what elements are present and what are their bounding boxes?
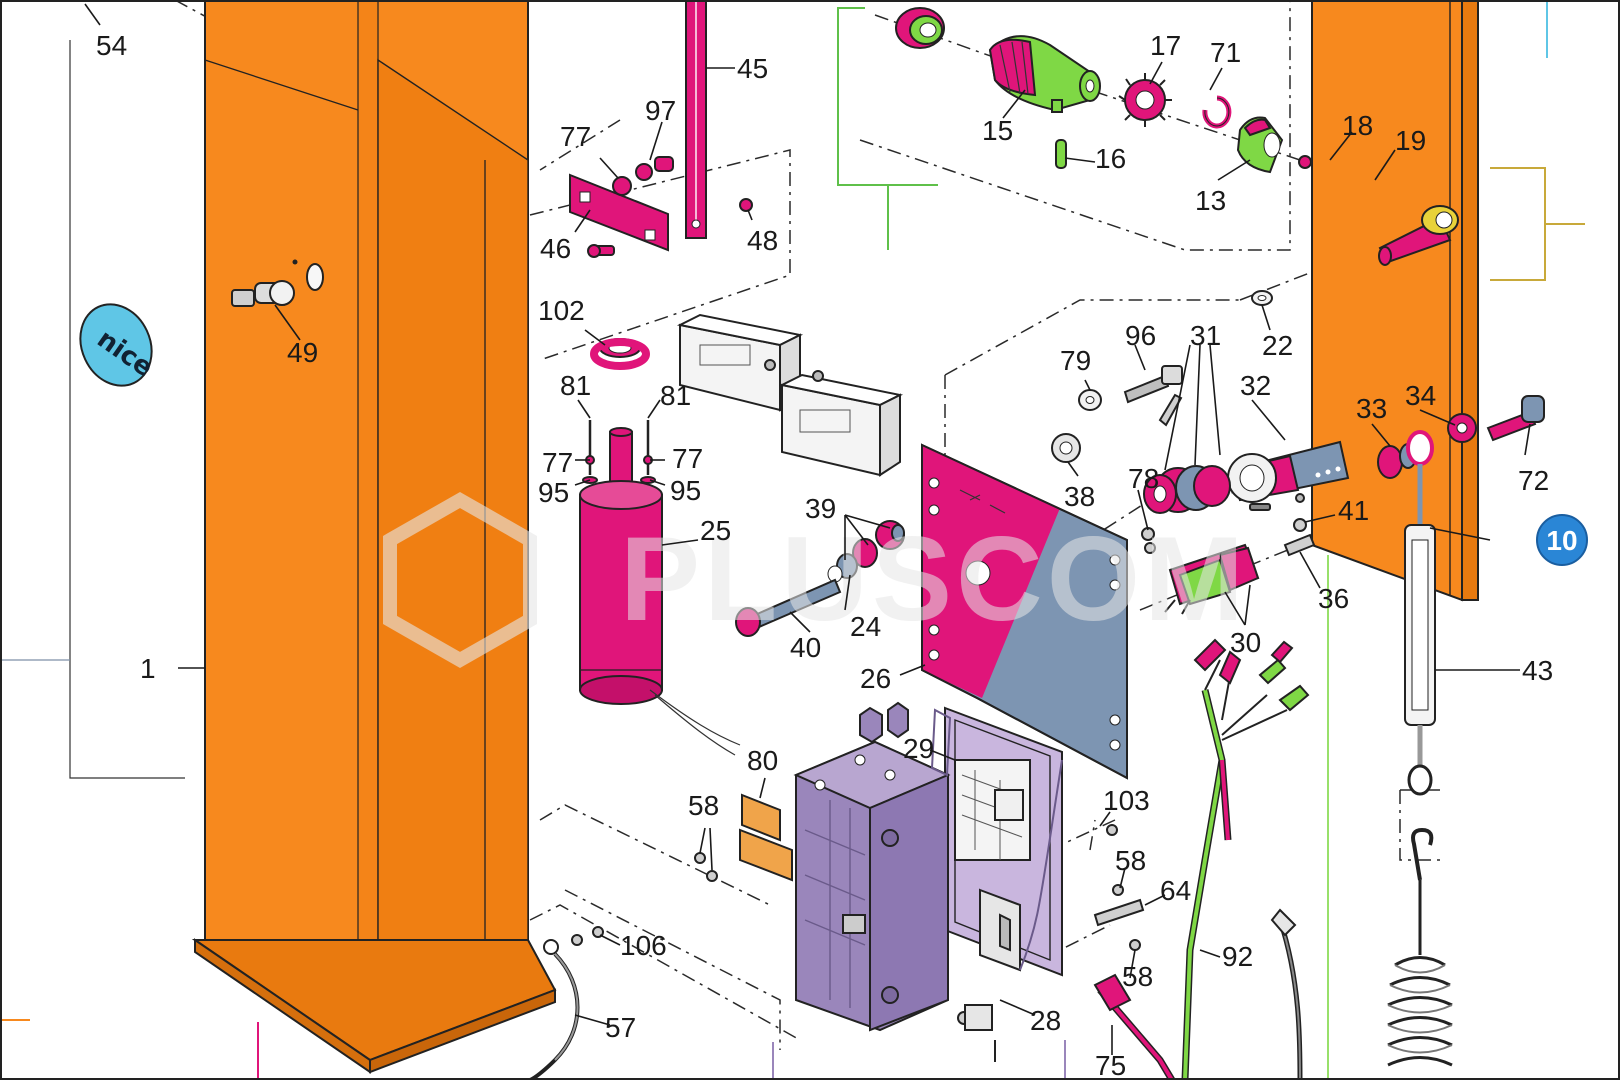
- callout-13: 13: [1195, 185, 1226, 216]
- callout-64: 64: [1160, 875, 1191, 906]
- motor-25: [579, 338, 741, 756]
- callout-labels: 54 1 49 45 97 77 46 48 102 81 81 77 77 9…: [96, 30, 1553, 1080]
- callout-39: 39: [805, 493, 836, 524]
- callout-80: 80: [747, 745, 778, 776]
- callout-28: 28: [1030, 1005, 1061, 1036]
- callout-95-right: 95: [670, 475, 701, 506]
- cam-stack-31: [1143, 440, 1350, 514]
- lock-part-49: [231, 259, 324, 307]
- callout-57: 57: [605, 1012, 636, 1043]
- callout-22: 22: [1262, 330, 1293, 361]
- frame-brackets: [0, 0, 1585, 1080]
- plate-80-and-screws: [694, 793, 1145, 1062]
- gasket-102: [590, 338, 650, 370]
- bar-45: [685, 0, 707, 239]
- nice-logo-plate: nice: [79, 303, 158, 387]
- washer-bolt-97: [612, 156, 674, 196]
- callout-95-left: 95: [538, 477, 569, 508]
- right-column: [1311, 0, 1479, 602]
- callout-96: 96: [1125, 320, 1156, 351]
- callout-43: 43: [1522, 655, 1553, 686]
- callout-58-low: 58: [1122, 961, 1153, 992]
- callout-81-right: 81: [660, 380, 691, 411]
- callout-103: 103: [1103, 785, 1150, 816]
- shaft-part-19: [1251, 205, 1459, 306]
- callout-106: 106: [620, 930, 667, 961]
- callout-49: 49: [287, 337, 318, 368]
- callout-36: 36: [1318, 583, 1349, 614]
- callout-18: 18: [1342, 110, 1373, 141]
- callout-40: 40: [790, 632, 821, 663]
- battery-pack: [676, 313, 904, 477]
- callout-92: 92: [1222, 941, 1253, 972]
- callout-77-right: 77: [672, 443, 703, 474]
- turnbuckle-43: [1387, 430, 1453, 1067]
- callout-75: 75: [1095, 1050, 1126, 1080]
- callout-46: 46: [540, 233, 571, 264]
- callout-34: 34: [1405, 380, 1436, 411]
- callout-54: 54: [96, 30, 127, 61]
- callout-102: 102: [538, 295, 585, 326]
- callout-33: 33: [1356, 393, 1387, 424]
- callout-72: 72: [1518, 465, 1549, 496]
- wiring-harness-92: [1093, 638, 1310, 1080]
- callout-15: 15: [982, 115, 1013, 146]
- page-badge-number: 10: [1546, 525, 1577, 556]
- callout-41: 41: [1338, 495, 1369, 526]
- callout-77-top: 77: [560, 121, 591, 152]
- nut-48: [739, 198, 753, 212]
- callout-29: 29: [903, 733, 934, 764]
- callout-17: 17: [1150, 30, 1181, 61]
- page-badge: 10: [1536, 514, 1588, 566]
- control-box: [793, 701, 1063, 1032]
- callout-79: 79: [1060, 345, 1091, 376]
- shaft-assembly-top: [895, 7, 1402, 202]
- mounting-plate-26: [921, 443, 1128, 780]
- earth-cable-57: [529, 926, 604, 1080]
- callout-71: 71: [1210, 37, 1241, 68]
- callout-78: 78: [1128, 463, 1159, 494]
- callout-48: 48: [747, 225, 778, 256]
- micro-switches-30: [1164, 543, 1260, 615]
- callout-58-left: 58: [688, 790, 719, 821]
- callout-25: 25: [700, 515, 731, 546]
- callout-58-mid: 58: [1115, 845, 1146, 876]
- callout-32: 32: [1240, 370, 1271, 401]
- callout-81-left: 81: [560, 370, 591, 401]
- callout-19: 19: [1395, 125, 1426, 156]
- callout-45: 45: [737, 53, 768, 84]
- callout-16: 16: [1095, 143, 1126, 174]
- small-fasteners-mid: [1051, 365, 1545, 557]
- leader-lines: [84, 3, 1531, 1055]
- bolt-group-39-40: [735, 520, 905, 637]
- column-housing: [191, 0, 557, 1074]
- callout-77-left: 77: [542, 447, 573, 478]
- callout-26: 26: [860, 663, 891, 694]
- callout-30: 30: [1230, 627, 1261, 658]
- callout-31: 31: [1190, 320, 1221, 351]
- callout-24: 24: [850, 611, 881, 642]
- callout-1: 1: [140, 653, 156, 684]
- watermark-text: PLUSCOM: [620, 512, 1248, 646]
- watermark-icon: [383, 491, 537, 669]
- plate-46: [569, 173, 669, 258]
- callout-38: 38: [1064, 481, 1095, 512]
- callout-97: 97: [645, 95, 676, 126]
